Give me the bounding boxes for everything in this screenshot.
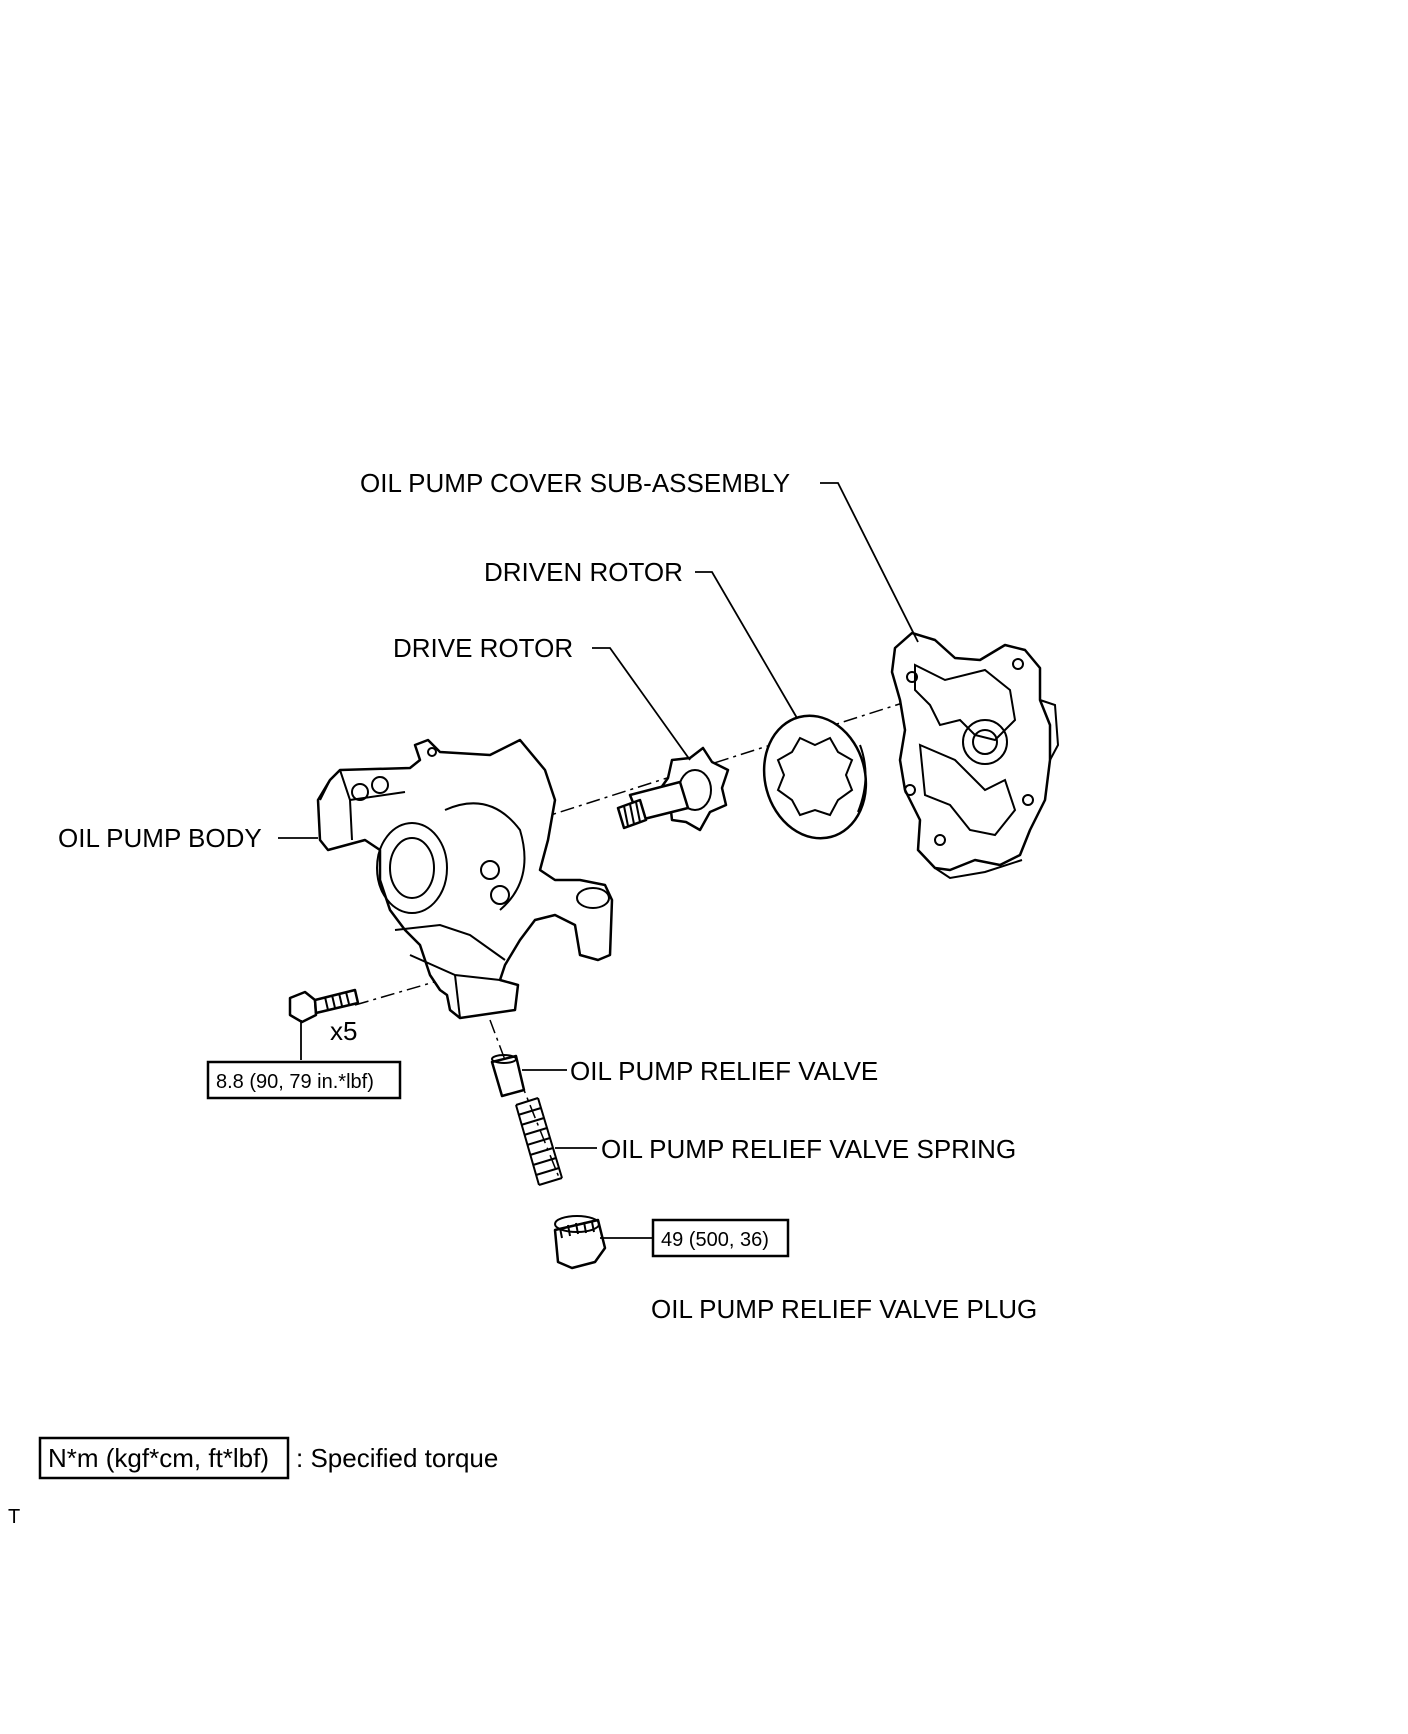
- relief-valve-drawing: [490, 1054, 526, 1098]
- torque-value-plug: 49 (500, 36): [661, 1229, 769, 1251]
- corner-mark: T: [8, 1506, 20, 1528]
- label-oil-pump-cover: OIL PUMP COVER SUB-ASSEMBLY: [360, 468, 790, 498]
- torque-box-plug: 49 (500, 36): [651, 1218, 790, 1258]
- label-relief-valve-plug: OIL PUMP RELIEF VALVE PLUG: [651, 1294, 1037, 1324]
- label-bolt-quantity: x5: [330, 1016, 357, 1046]
- bolt-drawing: [288, 988, 360, 1024]
- drive-rotor-drawing: [616, 746, 730, 832]
- torque-legend: N*m (kgf*cm, ft*lbf) : Specified torque: [38, 1436, 498, 1480]
- label-oil-pump-body: OIL PUMP BODY: [58, 823, 262, 853]
- label-driven-rotor: DRIVEN ROTOR: [484, 557, 683, 587]
- oil-pump-cover-drawing: [890, 631, 1060, 880]
- oil-pump-body-drawing: [316, 738, 614, 1020]
- torque-value-bolt: 8.8 (90, 79 in.*lbf): [216, 1071, 374, 1093]
- relief-valve-plug-drawing: [553, 1215, 607, 1270]
- legend-description: : Specified torque: [296, 1443, 498, 1473]
- label-relief-valve: OIL PUMP RELIEF VALVE: [570, 1056, 878, 1086]
- relief-valve-spring-drawing: [515, 1097, 563, 1186]
- torque-box-bolt: 8.8 (90, 79 in.*lbf): [206, 1060, 402, 1100]
- legend-unit-box: N*m (kgf*cm, ft*lbf): [48, 1443, 269, 1473]
- label-drive-rotor: DRIVE ROTOR: [393, 633, 573, 663]
- leader-lines: [278, 482, 919, 1239]
- driven-rotor-drawing: [762, 714, 868, 840]
- label-relief-valve-spring: OIL PUMP RELIEF VALVE SPRING: [601, 1134, 1016, 1164]
